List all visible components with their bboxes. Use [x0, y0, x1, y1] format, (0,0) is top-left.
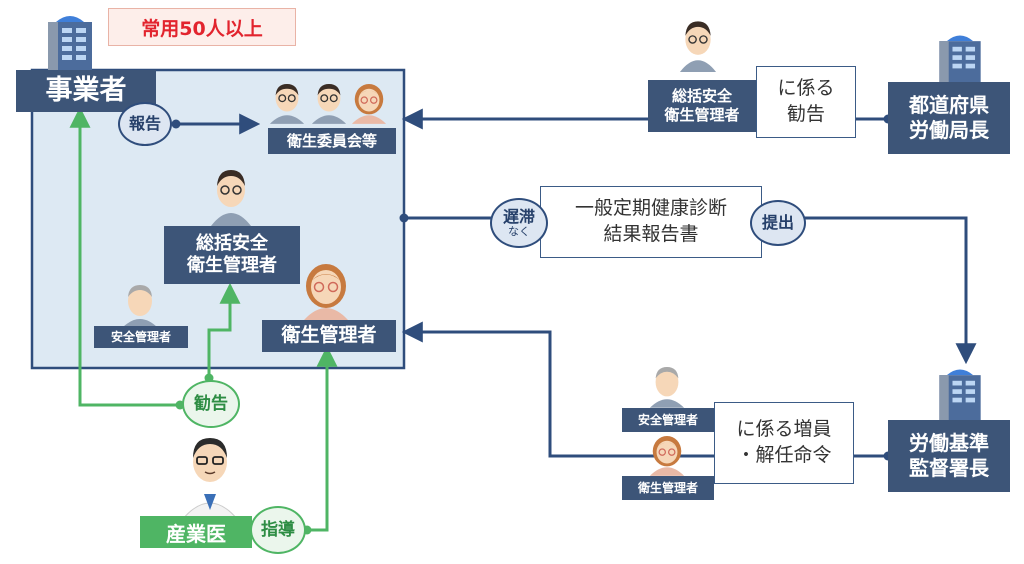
- submit-badge: 提出: [750, 200, 806, 246]
- recommend-arrow-employer: [69, 106, 180, 407]
- physician-label: 産業医: [140, 516, 252, 548]
- health-manager-icon: [304, 264, 348, 320]
- delay-badge: 遅滞 なく: [490, 198, 548, 248]
- recommend-badge: 勧告: [182, 380, 240, 428]
- health-manager-label: 衛生管理者: [262, 320, 396, 352]
- order-health-person-icon: [649, 435, 685, 476]
- committee-man-icon: [269, 83, 305, 124]
- prefecture-building-icon: [939, 35, 981, 90]
- delay-badge-sub: なく: [508, 224, 530, 238]
- report-badge: 報告: [118, 102, 172, 146]
- condition-label: 常用50人以上: [108, 8, 296, 46]
- safety-manager-icon: [122, 285, 158, 328]
- prefecture-person-icon: [679, 21, 717, 72]
- general-manager-icon: [211, 170, 251, 226]
- committee-label: 衛生委員会等: [268, 128, 396, 154]
- employer-building-icon: [48, 16, 92, 74]
- prefecture-title: 都道府県 労働局長: [888, 82, 1010, 154]
- checkup-report-box: 一般定期健康診断 結果報告書: [540, 186, 762, 258]
- order-safety-person-icon: [649, 366, 685, 408]
- order-safety-label: 安全管理者: [622, 408, 714, 432]
- guidance-arrow: [307, 345, 338, 532]
- inspection-title: 労働基準 監督署長: [888, 420, 1010, 492]
- recommend-arrow-manager: [207, 282, 241, 378]
- general-manager-label: 総括安全 衛生管理者: [164, 226, 300, 284]
- prefecture-person-label: 総括安全 衛生管理者: [648, 80, 756, 132]
- committee-man2-icon: [311, 83, 347, 124]
- delay-badge-main: 遅滞: [502, 207, 535, 227]
- safety-manager-label: 安全管理者: [94, 326, 188, 348]
- committee-woman-icon: [351, 83, 387, 124]
- inspection-building-icon: [939, 369, 981, 424]
- submit-dot: [399, 213, 409, 223]
- inspection-note: に係る増員 ・解任命令: [714, 402, 854, 484]
- physician-icon: [181, 438, 239, 520]
- prefecture-note: に係る 勧告: [756, 66, 856, 138]
- order-health-label: 衛生管理者: [622, 476, 714, 500]
- guidance-badge: 指導: [250, 506, 306, 554]
- report-dot: [171, 119, 181, 129]
